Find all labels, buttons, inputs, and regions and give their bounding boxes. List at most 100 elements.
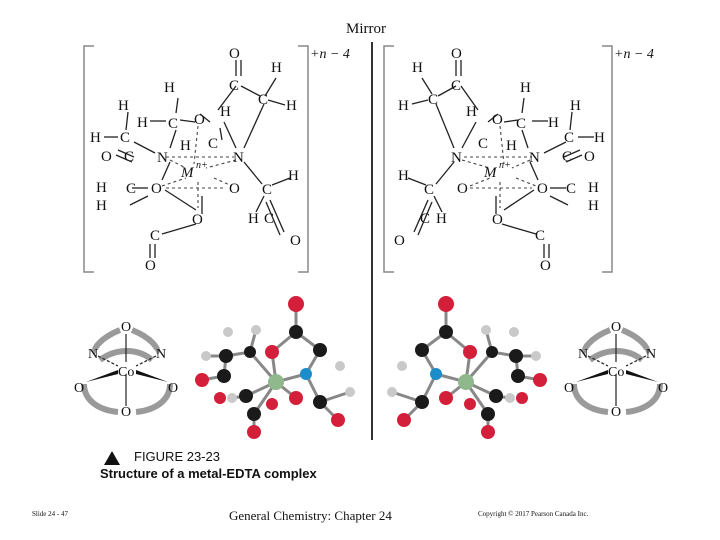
svg-text:O: O xyxy=(229,46,240,62)
left-metal: M xyxy=(180,165,195,181)
svg-text:H: H xyxy=(90,130,101,146)
svg-text:O: O xyxy=(121,405,131,420)
svg-text:H: H xyxy=(286,98,297,114)
svg-text:O: O xyxy=(290,233,301,249)
svg-text:H: H xyxy=(588,198,599,214)
svg-text:H: H xyxy=(570,98,581,114)
mirror-label: Mirror xyxy=(346,21,386,37)
svg-text:H: H xyxy=(506,138,517,154)
figure-title: Structure of a metal-EDTA complex xyxy=(100,466,317,481)
svg-text:O: O xyxy=(168,381,178,396)
left-bracket-close xyxy=(298,45,309,273)
left-ball-stick-model xyxy=(195,296,355,439)
right-charge: +n − 4 xyxy=(614,47,654,62)
svg-text:N: N xyxy=(157,150,168,166)
svg-text:O: O xyxy=(121,320,131,335)
footer-title: General Chemistry: Chapter 24 xyxy=(229,508,392,523)
svg-text:N: N xyxy=(646,347,656,362)
svg-text:C: C xyxy=(258,92,268,108)
svg-text:C: C xyxy=(424,182,434,198)
svg-text:H: H xyxy=(96,180,107,196)
svg-text:C: C xyxy=(150,228,160,244)
svg-text:H: H xyxy=(594,130,605,146)
svg-text:C: C xyxy=(535,228,545,244)
svg-text:C: C xyxy=(420,211,430,227)
svg-text:H: H xyxy=(436,211,447,227)
svg-text:O: O xyxy=(457,181,468,197)
svg-text:C: C xyxy=(126,181,136,197)
svg-text:N: N xyxy=(233,150,244,166)
right-bracket-close xyxy=(602,45,613,273)
svg-text:O: O xyxy=(611,405,621,420)
svg-text:O: O xyxy=(194,112,205,128)
left-co-schematic: O N N Co O O O xyxy=(74,320,178,420)
svg-text:H: H xyxy=(180,138,191,154)
right-co-schematic: O N N Co O O O xyxy=(564,320,668,420)
svg-text:H: H xyxy=(288,168,299,184)
svg-text:C: C xyxy=(262,182,272,198)
slide-number: Slide 24 - 47 xyxy=(32,510,68,518)
right-metal: M xyxy=(483,165,498,181)
svg-text:O: O xyxy=(537,181,548,197)
svg-text:H: H xyxy=(398,168,409,184)
svg-text:O: O xyxy=(145,258,156,274)
svg-text:H: H xyxy=(398,98,409,114)
figure-number: FIGURE 23-23 xyxy=(134,449,220,464)
svg-text:H: H xyxy=(118,98,129,114)
right-bracket-open xyxy=(383,45,394,273)
svg-text:H: H xyxy=(248,211,259,227)
right-cobalt: Co xyxy=(608,365,624,380)
svg-text:C: C xyxy=(229,78,239,94)
left-coord-bonds xyxy=(161,125,237,208)
svg-text:C: C xyxy=(478,136,488,152)
copyright-notice: Copyright © 2017 Pearson Canada Inc. xyxy=(478,510,589,518)
svg-text:C: C xyxy=(120,130,130,146)
svg-text:N: N xyxy=(156,347,166,362)
left-structure: O C H C H H H H C O H H C H C O C N N M … xyxy=(83,45,350,274)
svg-text:C: C xyxy=(564,130,574,146)
right-ball-stick-model xyxy=(387,296,547,439)
svg-text:O: O xyxy=(492,112,503,128)
svg-text:N: N xyxy=(529,150,540,166)
svg-text:N: N xyxy=(88,347,98,362)
svg-text:C: C xyxy=(208,136,218,152)
svg-text:O: O xyxy=(658,381,668,396)
svg-text:O: O xyxy=(584,149,595,165)
svg-text:C: C xyxy=(562,149,572,165)
svg-text:O: O xyxy=(451,46,462,62)
left-bonds xyxy=(104,60,291,258)
right-coord-bonds xyxy=(461,125,537,208)
left-cobalt: Co xyxy=(118,365,134,380)
svg-text:N: N xyxy=(578,347,588,362)
right-metal-charge: n+ xyxy=(499,160,511,171)
right-bonds xyxy=(407,60,594,258)
svg-text:C: C xyxy=(168,116,178,132)
svg-text:O: O xyxy=(540,258,551,274)
svg-text:O: O xyxy=(492,212,503,228)
left-charge: +n − 4 xyxy=(310,47,350,62)
svg-text:C: C xyxy=(566,181,576,197)
svg-text:C: C xyxy=(516,116,526,132)
right-structure: O C H C H H H H C O H H C H C O C N N M … xyxy=(383,45,654,274)
svg-text:H: H xyxy=(96,198,107,214)
svg-text:C: C xyxy=(264,211,274,227)
figure-marker-triangle-icon xyxy=(104,451,120,465)
svg-text:H: H xyxy=(548,115,559,131)
svg-text:O: O xyxy=(192,212,203,228)
svg-text:H: H xyxy=(588,180,599,196)
left-bracket-open xyxy=(83,45,94,273)
figure-caption: FIGURE 23-23 Structure of a metal-EDTA c… xyxy=(100,448,317,482)
svg-text:O: O xyxy=(74,381,84,396)
svg-text:O: O xyxy=(229,181,240,197)
svg-text:O: O xyxy=(101,149,112,165)
svg-text:O: O xyxy=(564,381,574,396)
svg-text:H: H xyxy=(220,104,231,120)
svg-text:H: H xyxy=(137,115,148,131)
svg-text:O: O xyxy=(151,181,162,197)
svg-text:C: C xyxy=(124,149,134,165)
svg-text:H: H xyxy=(412,60,423,76)
svg-text:C: C xyxy=(451,78,461,94)
left-metal-charge: n+ xyxy=(196,160,208,171)
svg-text:H: H xyxy=(271,60,282,76)
